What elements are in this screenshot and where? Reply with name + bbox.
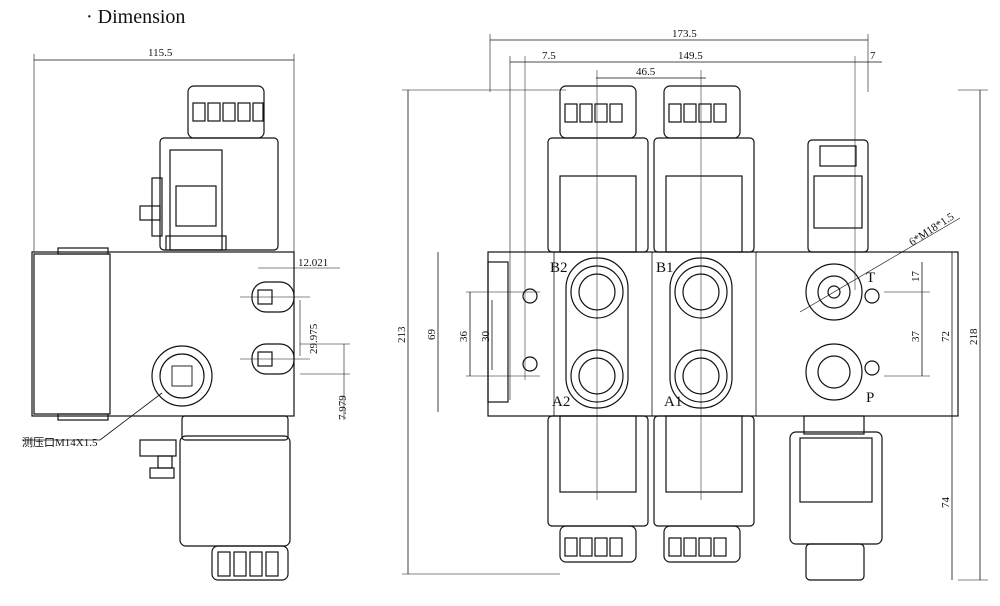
port-label-b2: B2	[550, 260, 568, 276]
body-height-dim: 69	[426, 329, 438, 341]
side-port-dim-3: 7.979	[337, 395, 349, 420]
port-b-dim: 30	[480, 331, 492, 343]
pitch-dim: 46.5	[636, 66, 656, 78]
gauge-port-label: 测压口M14X1.5	[22, 436, 98, 449]
port-label-a1: A1	[664, 394, 682, 410]
right-total-dim: 218	[968, 328, 980, 345]
port-label-t: T	[866, 270, 875, 286]
port-label-p: P	[866, 390, 874, 406]
right-t-dim: 17	[910, 271, 922, 283]
port-label-b1: B1	[656, 260, 674, 276]
right-body-dim: 72	[940, 331, 952, 342]
side-port-dim-1: 12.021	[298, 257, 328, 269]
left-offset-dim: 7.5	[542, 50, 556, 62]
overall-width-dim: 173.5	[672, 28, 697, 40]
side-port-dim-2: 29.975	[308, 323, 320, 354]
right-p-dim: 37	[910, 331, 922, 343]
thread-note: 6*M18*1.5	[907, 210, 957, 248]
page-title: · Dimension	[86, 6, 186, 28]
port-a-dim: 36	[458, 331, 470, 343]
port-label-a2: A2	[552, 394, 570, 410]
front-view: 173.5 7.5 149.5 7 46.5 213 69 36 30	[396, 28, 988, 581]
center-width-dim: 149.5	[678, 50, 703, 62]
side-view: 115.5 12.021 29.975 7.97	[22, 47, 350, 581]
coil-height-dim: 74	[940, 497, 952, 509]
side-width-dim: 115.5	[148, 47, 173, 59]
right-offset-dim: 7	[870, 50, 876, 62]
total-height-dim: 213	[396, 326, 408, 343]
